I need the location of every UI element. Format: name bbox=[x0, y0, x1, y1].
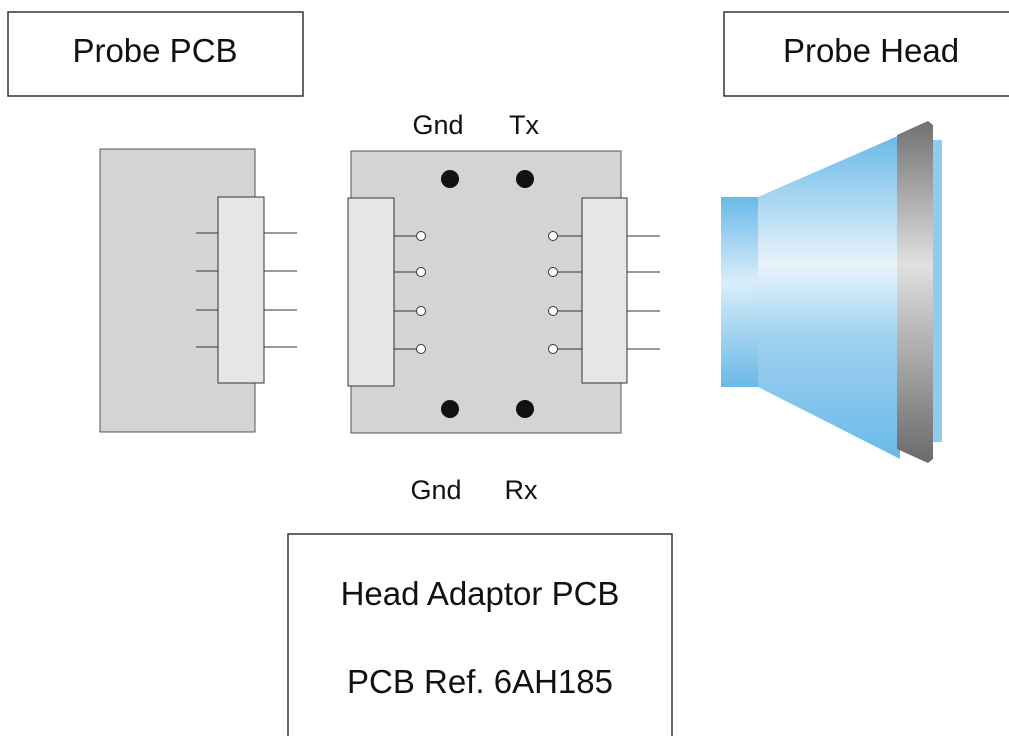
adaptor-left-connector bbox=[347, 197, 426, 387]
rx-label: Rx bbox=[505, 475, 538, 505]
head-adaptor-title: Head Adaptor PCB bbox=[341, 575, 620, 612]
head-adaptor-label-box: Head Adaptor PCB PCB Ref. 6AH185 bbox=[287, 533, 673, 736]
gnd-bottom-label: Gnd bbox=[410, 475, 461, 505]
probe-pcb-connector bbox=[196, 196, 297, 384]
probe-pcb-label-box: Probe PCB bbox=[7, 11, 304, 97]
left-pin-contacts bbox=[394, 231, 426, 354]
tx-label: Tx bbox=[509, 110, 539, 140]
probe-head-cone bbox=[758, 135, 900, 459]
rx-pad bbox=[516, 400, 534, 418]
adaptor-right-connector bbox=[548, 197, 660, 384]
head-adaptor-board bbox=[350, 150, 622, 434]
gnd-bottom-pad bbox=[441, 400, 459, 418]
gnd-top-label: Gnd bbox=[412, 110, 463, 140]
probe-head-label-box: Probe Head bbox=[723, 11, 1009, 97]
gnd-top-pad bbox=[441, 170, 459, 188]
probe-head-label: Probe Head bbox=[783, 32, 959, 69]
tx-pad bbox=[516, 170, 534, 188]
probe-head-rim bbox=[897, 121, 933, 463]
right-pin-contacts bbox=[548, 231, 660, 354]
probe-head-graphic bbox=[721, 121, 942, 463]
head-adaptor-ref: PCB Ref. 6AH185 bbox=[347, 663, 613, 700]
probe-pcb-label: Probe PCB bbox=[72, 32, 237, 69]
probe-head-neck bbox=[721, 197, 761, 387]
